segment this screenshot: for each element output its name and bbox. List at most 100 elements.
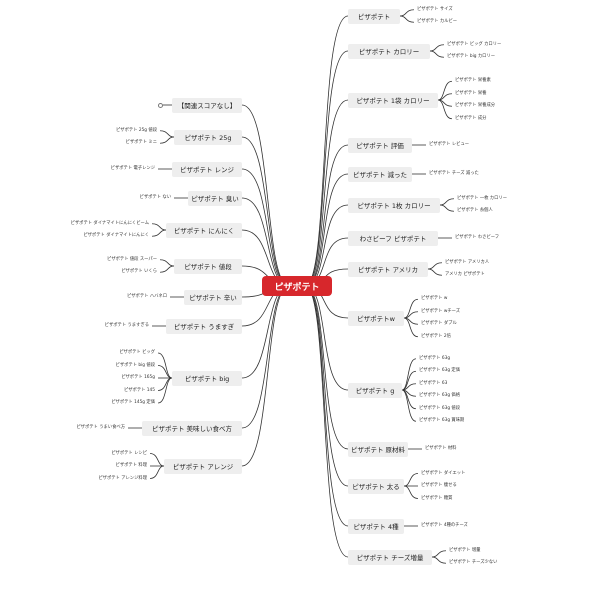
branch-node[interactable]: ピザポテト カロリー [348, 43, 430, 59]
connector-line [437, 99, 453, 120]
connector-line [431, 556, 447, 564]
leaf-node[interactable]: ピザポテト ビッグ [119, 350, 155, 355]
branch-node[interactable]: ピザポテト 値段 [174, 258, 242, 274]
branch-node[interactable]: ピザポテト 太る [348, 478, 404, 494]
leaf-node[interactable]: ピザポテト アレンジ料理 [98, 475, 147, 481]
connector-line [439, 198, 455, 206]
connector-line [159, 259, 175, 267]
branch-node[interactable]: ピザポテト 減った [348, 166, 412, 182]
leaf-node[interactable]: ピザポテト 63 [419, 380, 448, 386]
connector-line [149, 465, 165, 479]
branch-node[interactable]: ピザポテト アメリカ [348, 261, 428, 277]
leaf-node[interactable]: ピザポテト 145g 定価 [111, 400, 155, 405]
connector-line [437, 80, 453, 101]
branch-node[interactable]: ピザポテト チーズ増量 [348, 549, 432, 565]
branch-node[interactable]: ピザポテト レンジ [172, 161, 242, 177]
leaf-node[interactable]: ピザポテト わさビーフ [455, 235, 500, 240]
connector-line [399, 9, 415, 17]
leaf-node[interactable]: ピザポテト 痩せる [421, 483, 457, 488]
leaf-node[interactable]: ピザポテト wチーズ [421, 308, 461, 314]
branch-node[interactable]: ピザポテト big [172, 370, 242, 386]
leaf-node[interactable]: ピザポテト チーズ少ない [449, 560, 498, 566]
leaf-node[interactable]: ピザポテト カルビー [417, 19, 458, 25]
leaf-node[interactable]: ピザポテト 63g 価格 [419, 393, 461, 399]
branch-node[interactable]: ピザポテト g [348, 382, 402, 398]
connector-line [304, 15, 349, 287]
leaf-node[interactable]: ピザポテト 糸個人 [457, 208, 493, 214]
connector-line [431, 550, 447, 558]
branch-node[interactable]: ピザポテト 4種 [348, 518, 404, 534]
connector-line [439, 204, 455, 212]
branch-node[interactable]: ピザポテト 臭い [188, 190, 242, 206]
leaf-node[interactable]: ピザポテト うますぎる [104, 323, 149, 328]
root-node[interactable]: ピザポテト [262, 276, 332, 296]
leaf-node[interactable]: ピザポテト 63g 賞味期 [419, 418, 465, 424]
leaf-node[interactable]: ピザポテト 165g [121, 375, 155, 380]
leaf-node[interactable]: ピザポテト ハバネロ [126, 294, 167, 299]
connector-line [403, 317, 419, 338]
leaf-node[interactable]: ピザポテト アメリカ人 [445, 259, 490, 265]
leaf-node[interactable]: ピザポテト 63g 値段 [419, 405, 461, 411]
leaf-node[interactable]: ピザポテト ダイナマイトにんにく [83, 233, 149, 239]
leaf-node[interactable]: ピザポテト ダイエット [421, 470, 466, 476]
connector-line [427, 268, 443, 276]
connector-line [429, 44, 445, 52]
leaf-node[interactable]: ピザポテト 一枚 カロリー [457, 195, 507, 201]
leaf-node[interactable]: ピザポテト big 値段 [115, 362, 155, 368]
leaf-node[interactable]: ピザポテト 栄養成分 [455, 103, 496, 109]
leaf-node[interactable]: アメリカ ピザポテト [445, 272, 485, 278]
leaf-node[interactable]: ピザポテト 値段 スーパー [107, 256, 157, 262]
connector-line [159, 265, 175, 273]
branch-node[interactable]: ピザポテト 辛い [184, 289, 242, 305]
leaf-node[interactable]: ピザポテト ダイナマイトにんにくビーム [70, 220, 149, 226]
leaf-node[interactable]: ピザポテト 増量 [449, 547, 481, 553]
leaf-node[interactable]: ピザポテト 63g [419, 355, 451, 361]
leaf-node[interactable]: ピザポテト 63g 定価 [419, 368, 461, 374]
leaf-node[interactable]: ピザポテト チーズ 減った [429, 171, 479, 176]
branch-node[interactable]: ピザポテト 25g [174, 129, 242, 145]
leaf-node[interactable]: ピザポテト 糖質 [421, 495, 453, 501]
leaf-node[interactable]: ピザポテト 料理 [115, 463, 147, 468]
branch-node[interactable]: 【関連スコアなし】 [172, 97, 242, 113]
branch-node[interactable]: ピザポテトw [348, 310, 404, 326]
leaf-node[interactable]: ピザポテト ダブル [421, 321, 457, 327]
branch-node[interactable]: ピザポテト にんにく [166, 222, 242, 238]
leaf-node[interactable]: ピザポテト 栄養 [455, 90, 487, 96]
leaf-node[interactable]: ピザポテト 4種のチーズ [421, 523, 468, 528]
branch-node[interactable]: ピザポテト 1枚 カロリー [348, 197, 440, 213]
leaf-node[interactable]: ピザポテト ミニ [125, 140, 157, 146]
leaf-node[interactable]: ピザポテト big カロリー [447, 54, 496, 60]
leaf-node[interactable]: ピザポテト サイズ [417, 6, 453, 12]
leaf-node[interactable]: ピザポテト レシピ [111, 450, 147, 456]
connector-line [403, 473, 419, 487]
branch-node[interactable]: ピザポテト 美味しい食べ方 [142, 420, 242, 436]
leaf-node[interactable]: ピザポテト うまい食べ方 [76, 425, 125, 430]
branch-node[interactable]: ピザポテト 原材料 [348, 441, 408, 457]
leaf-node[interactable]: ピザポテト 成分 [455, 115, 487, 121]
leaf-node[interactable]: ピザポテト 25g 値段 [115, 127, 157, 133]
leaf-node[interactable]: ピザポテト 栄養素 [455, 78, 491, 84]
connector-line [401, 370, 417, 391]
leaf-node[interactable]: ピザポテト ない [139, 195, 171, 200]
connector-line [241, 136, 290, 287]
branch-node[interactable]: ピザポテト うますぎ [166, 318, 242, 334]
leaf-node[interactable]: ピザポテト いくら [121, 269, 157, 275]
collapse-toggle-icon[interactable] [158, 102, 163, 108]
connector-line [304, 285, 349, 558]
branch-node[interactable]: わさビーフ ピザポテト [348, 230, 438, 246]
leaf-node[interactable]: ピザポテト レビュー [429, 142, 470, 147]
leaf-node[interactable]: ピザポテト 2倍 [421, 333, 451, 339]
leaf-node[interactable]: ピザポテト 電子レンジ [110, 166, 155, 171]
leaf-node[interactable]: ピザポテト 145 [123, 387, 155, 393]
branch-node[interactable]: ピザポテト アレンジ [164, 458, 242, 474]
connector-line [157, 377, 173, 404]
leaf-node[interactable]: ピザポテト w [421, 296, 448, 302]
connector-line [401, 389, 417, 422]
branch-node[interactable]: ピザポテト 評価 [348, 137, 412, 153]
leaf-node[interactable]: ピザポテト 材料 [425, 446, 457, 451]
leaf-node[interactable]: ピザポテト ビッグ カロリー [447, 41, 502, 47]
branch-node[interactable]: ピザポテト [348, 8, 400, 24]
branch-node[interactable]: ピザポテト 1袋 カロリー [348, 92, 438, 108]
